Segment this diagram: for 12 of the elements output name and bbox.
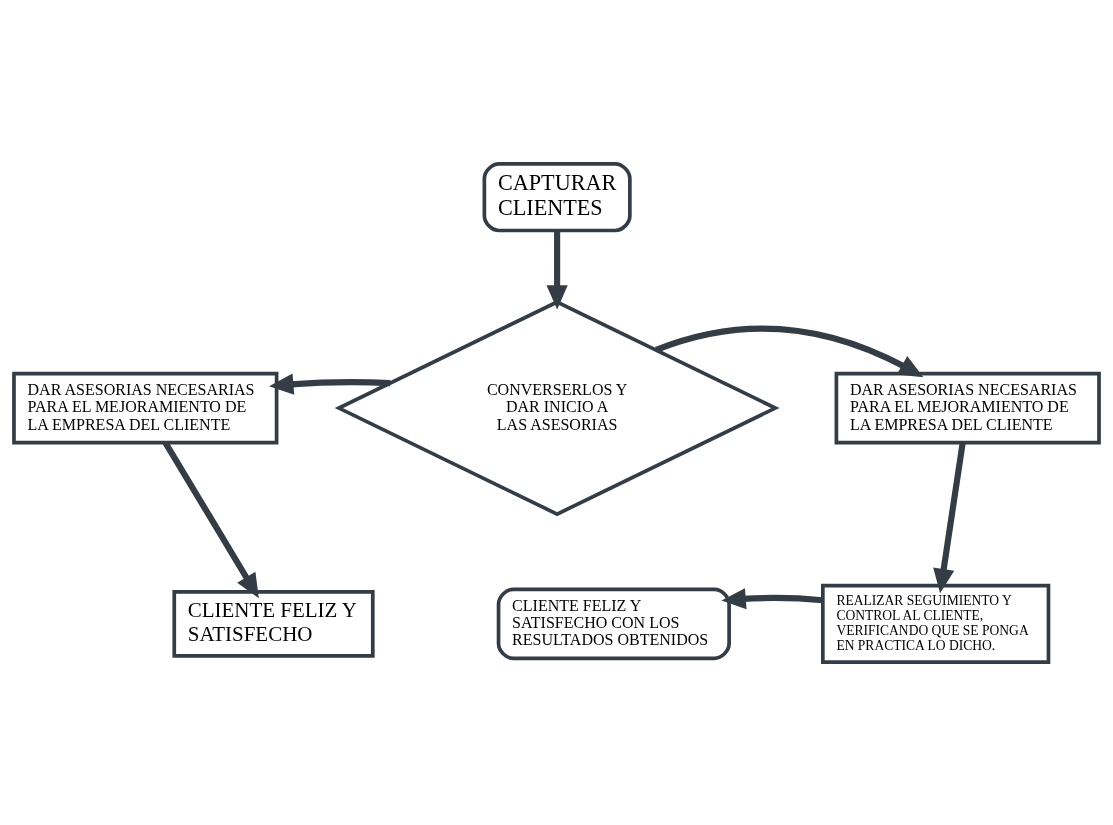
node-box: DAR ASESORIAS NECESARIAS PARA EL MEJORAMIENTO DE LA EMPRESA DEL CLIENTE	[12, 371, 279, 444]
node-box: CLIENTE FELIZ Y SATISFECHO	[172, 589, 375, 658]
arrow	[721, 587, 823, 609]
arrow	[269, 373, 391, 395]
arrow	[546, 230, 568, 310]
node-diamond: CONVERSERLOS Y DAR INICIO A LAS ASESORIAS	[334, 299, 780, 516]
node-box: DAR ASESORIAS NECESARIAS PARA EL MEJORAMIENTO DE LA EMPRESA DEL CLIENTE	[834, 371, 1101, 444]
node-box: REALIZAR SEGUIMIENTO Y CONTROL AL CLIENTE, VERIFICANDO QUE SE PONGA EN PRACTICA LO DICHO.	[821, 583, 1051, 664]
node-box: CLIENTE FELIZ Y SATISFECHO CON LOS RESULTADOS OBTENIDOS	[496, 586, 731, 660]
arrow	[655, 325, 924, 377]
node-box: CAPTURAR CLIENTES	[482, 161, 632, 232]
arrow	[933, 441, 966, 593]
